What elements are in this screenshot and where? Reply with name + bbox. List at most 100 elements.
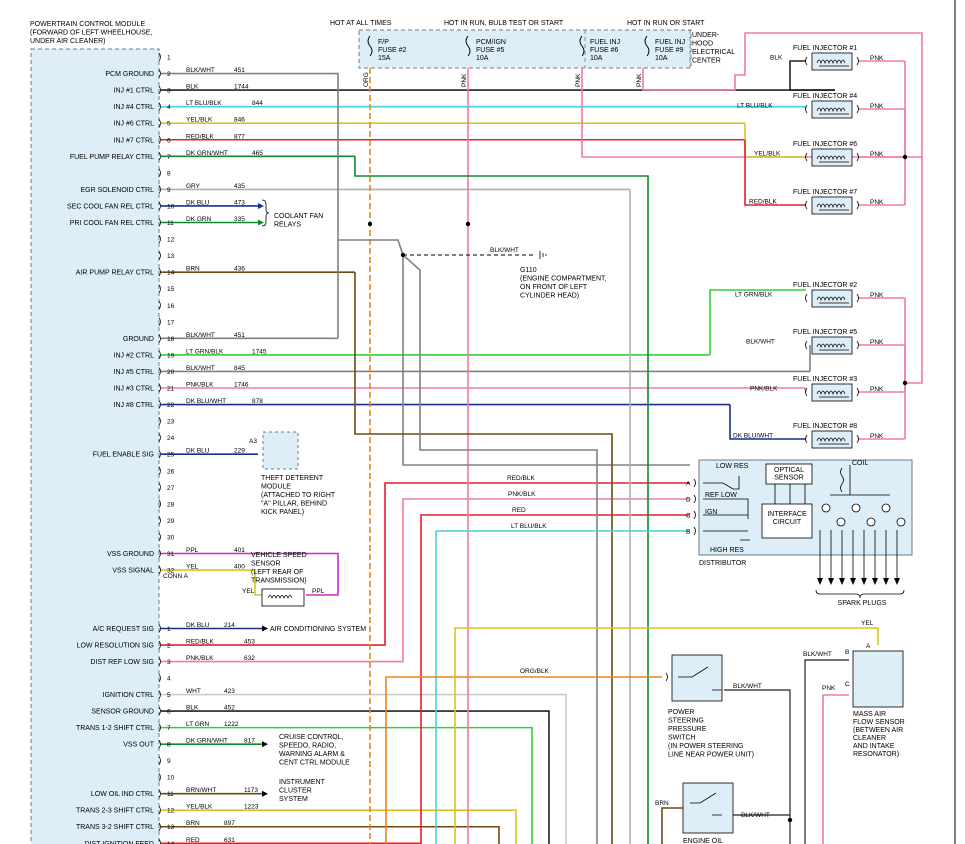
circuit-number: 877 [234,133,245,140]
optical-sensor-label: OPTICAL [774,467,804,474]
pin-label: EGR SOLENOID CTRL [80,187,154,194]
pin-label: SEC COOL FAN REL CTRL [67,203,154,210]
connector-pin-a3 [158,85,161,95]
ps-switch-label: SWITCH [668,735,696,742]
pin-label: INJ #4 CTRL [114,104,155,111]
injector-wire-label: DK BLU/WHT [733,433,773,440]
maf-sensor-label: CLEANER [853,735,886,742]
injector-wire-label: LT BLU/BLK [737,103,773,110]
circuit-number: 844 [252,100,263,107]
fuse-icon [579,35,585,57]
theft-module-label: MODULE [261,484,291,491]
wire-ps-ground [724,689,791,844]
connector-pin-a23 [158,416,161,426]
arrow-icon [262,625,268,632]
circuit-number: 817 [244,738,255,745]
connector-pin-b2 [158,640,161,650]
pin-number: 20 [167,369,175,376]
fuel-injector-body [811,148,853,167]
wire-color-label: YEL [186,564,199,571]
injector-coil-icon [816,203,849,211]
pcm-title-line: POWERTRAIN CONTROL MODULE [30,21,145,28]
engine-oil-switch-box [682,782,734,834]
injector-title: FUEL INJECTOR #8 [793,423,857,430]
wire-color-label: LT GRN [186,721,210,728]
circuit-number: 453 [244,639,255,646]
injector-connector [805,104,859,114]
g110-label: ON FRONT OF LEFT [520,284,588,291]
oil-brn-label: BRN [655,800,669,807]
bracket-icon [261,199,270,227]
circuit-number: 214 [224,622,235,629]
injector-coil-icon [816,343,849,351]
splice-dot [400,252,406,258]
pin-number: 27 [167,485,175,492]
ps-switch-label: (IN POWER STEERING [668,743,743,750]
pin-label: VSS GROUND [107,551,154,558]
injector-pnk-label: PNK [870,103,884,110]
connector-pin-a6 [158,135,161,144]
injector-pnk-label: PNK [870,386,884,393]
distributor-pin-label: D [686,497,691,504]
connector-pin-a27 [158,483,161,492]
underhood-fuse-box [358,29,692,69]
fuel-injector-body [811,430,853,449]
wire-fuse-9 [642,32,923,158]
wire-color-label: WHT [186,688,201,695]
connector-pin-a9 [158,185,161,194]
connector-pin-a18 [158,334,161,343]
fuel-injector-body [811,52,853,71]
connector-pin-b12 [158,805,161,815]
connector-pin-a26 [158,466,161,475]
component-panels [30,29,913,844]
distributor-terminal [881,503,891,513]
spark-plugs-label: SPARK PLUGS [838,600,887,607]
wire-color-label: DK BLU [186,199,210,206]
circuit-number: 451 [234,67,245,74]
distributor-terminal [821,503,831,513]
pin-number: 15 [167,286,175,293]
distributor-terminal [896,517,906,527]
circuit-number: 436 [234,266,245,273]
connector-pin-a5 [158,118,161,128]
spark-plug-icon [894,578,900,585]
pin-label: GROUND [123,336,154,343]
circuit-number: 465 [252,150,263,157]
wire-ground-bus [402,255,690,466]
spark-plug-icon [850,578,856,585]
pin-number: 10 [167,775,175,782]
fuse-label: FUSE #6 [590,47,619,54]
injector-title: FUEL INJECTOR #7 [793,189,857,196]
injector-connector [805,434,859,444]
fuse-label: PCM/IGN [476,39,506,46]
pin-number: 10 [167,203,175,210]
optical-sensor-box [765,463,813,485]
pin-label: SENSOR GROUND [91,709,154,716]
vss-wire-yel: YEL [242,588,255,595]
splice-dot [787,817,793,823]
injector-coil-icon [816,437,849,445]
wire-sensor-ground [161,710,550,844]
connector-pin-b4 [158,673,161,683]
pin-number: 9 [167,187,171,194]
theft-module-label: THEFT DETERENT [261,475,324,482]
circuit-number: 451 [234,332,245,339]
high-res-label: HIGH RES [710,547,744,554]
connector-pin-a16 [158,301,161,310]
wire-color-label: PPL [186,547,199,554]
distributor-wire-label: RED/BLK [507,475,535,482]
wire-color-label: DK BLU/WHT [186,398,226,405]
pcm-module-box [30,48,160,844]
arrow-icon [258,202,264,209]
wire-trans-3-2 [161,825,500,844]
ign-label: IGN [705,509,717,516]
wire-color-label: DK GRN [186,216,212,223]
pin-number: 5 [167,692,171,699]
injector-pnk-label: PNK [870,339,884,346]
connector-pin-b14 [158,839,161,844]
connector-pin-a32 [158,565,161,575]
wire-ground-bus-3 [402,254,598,844]
distributor-wire-label: RED [512,507,526,514]
spark-plug-icon [839,578,845,585]
injector-wire-label: BLK/WHT [746,339,775,346]
